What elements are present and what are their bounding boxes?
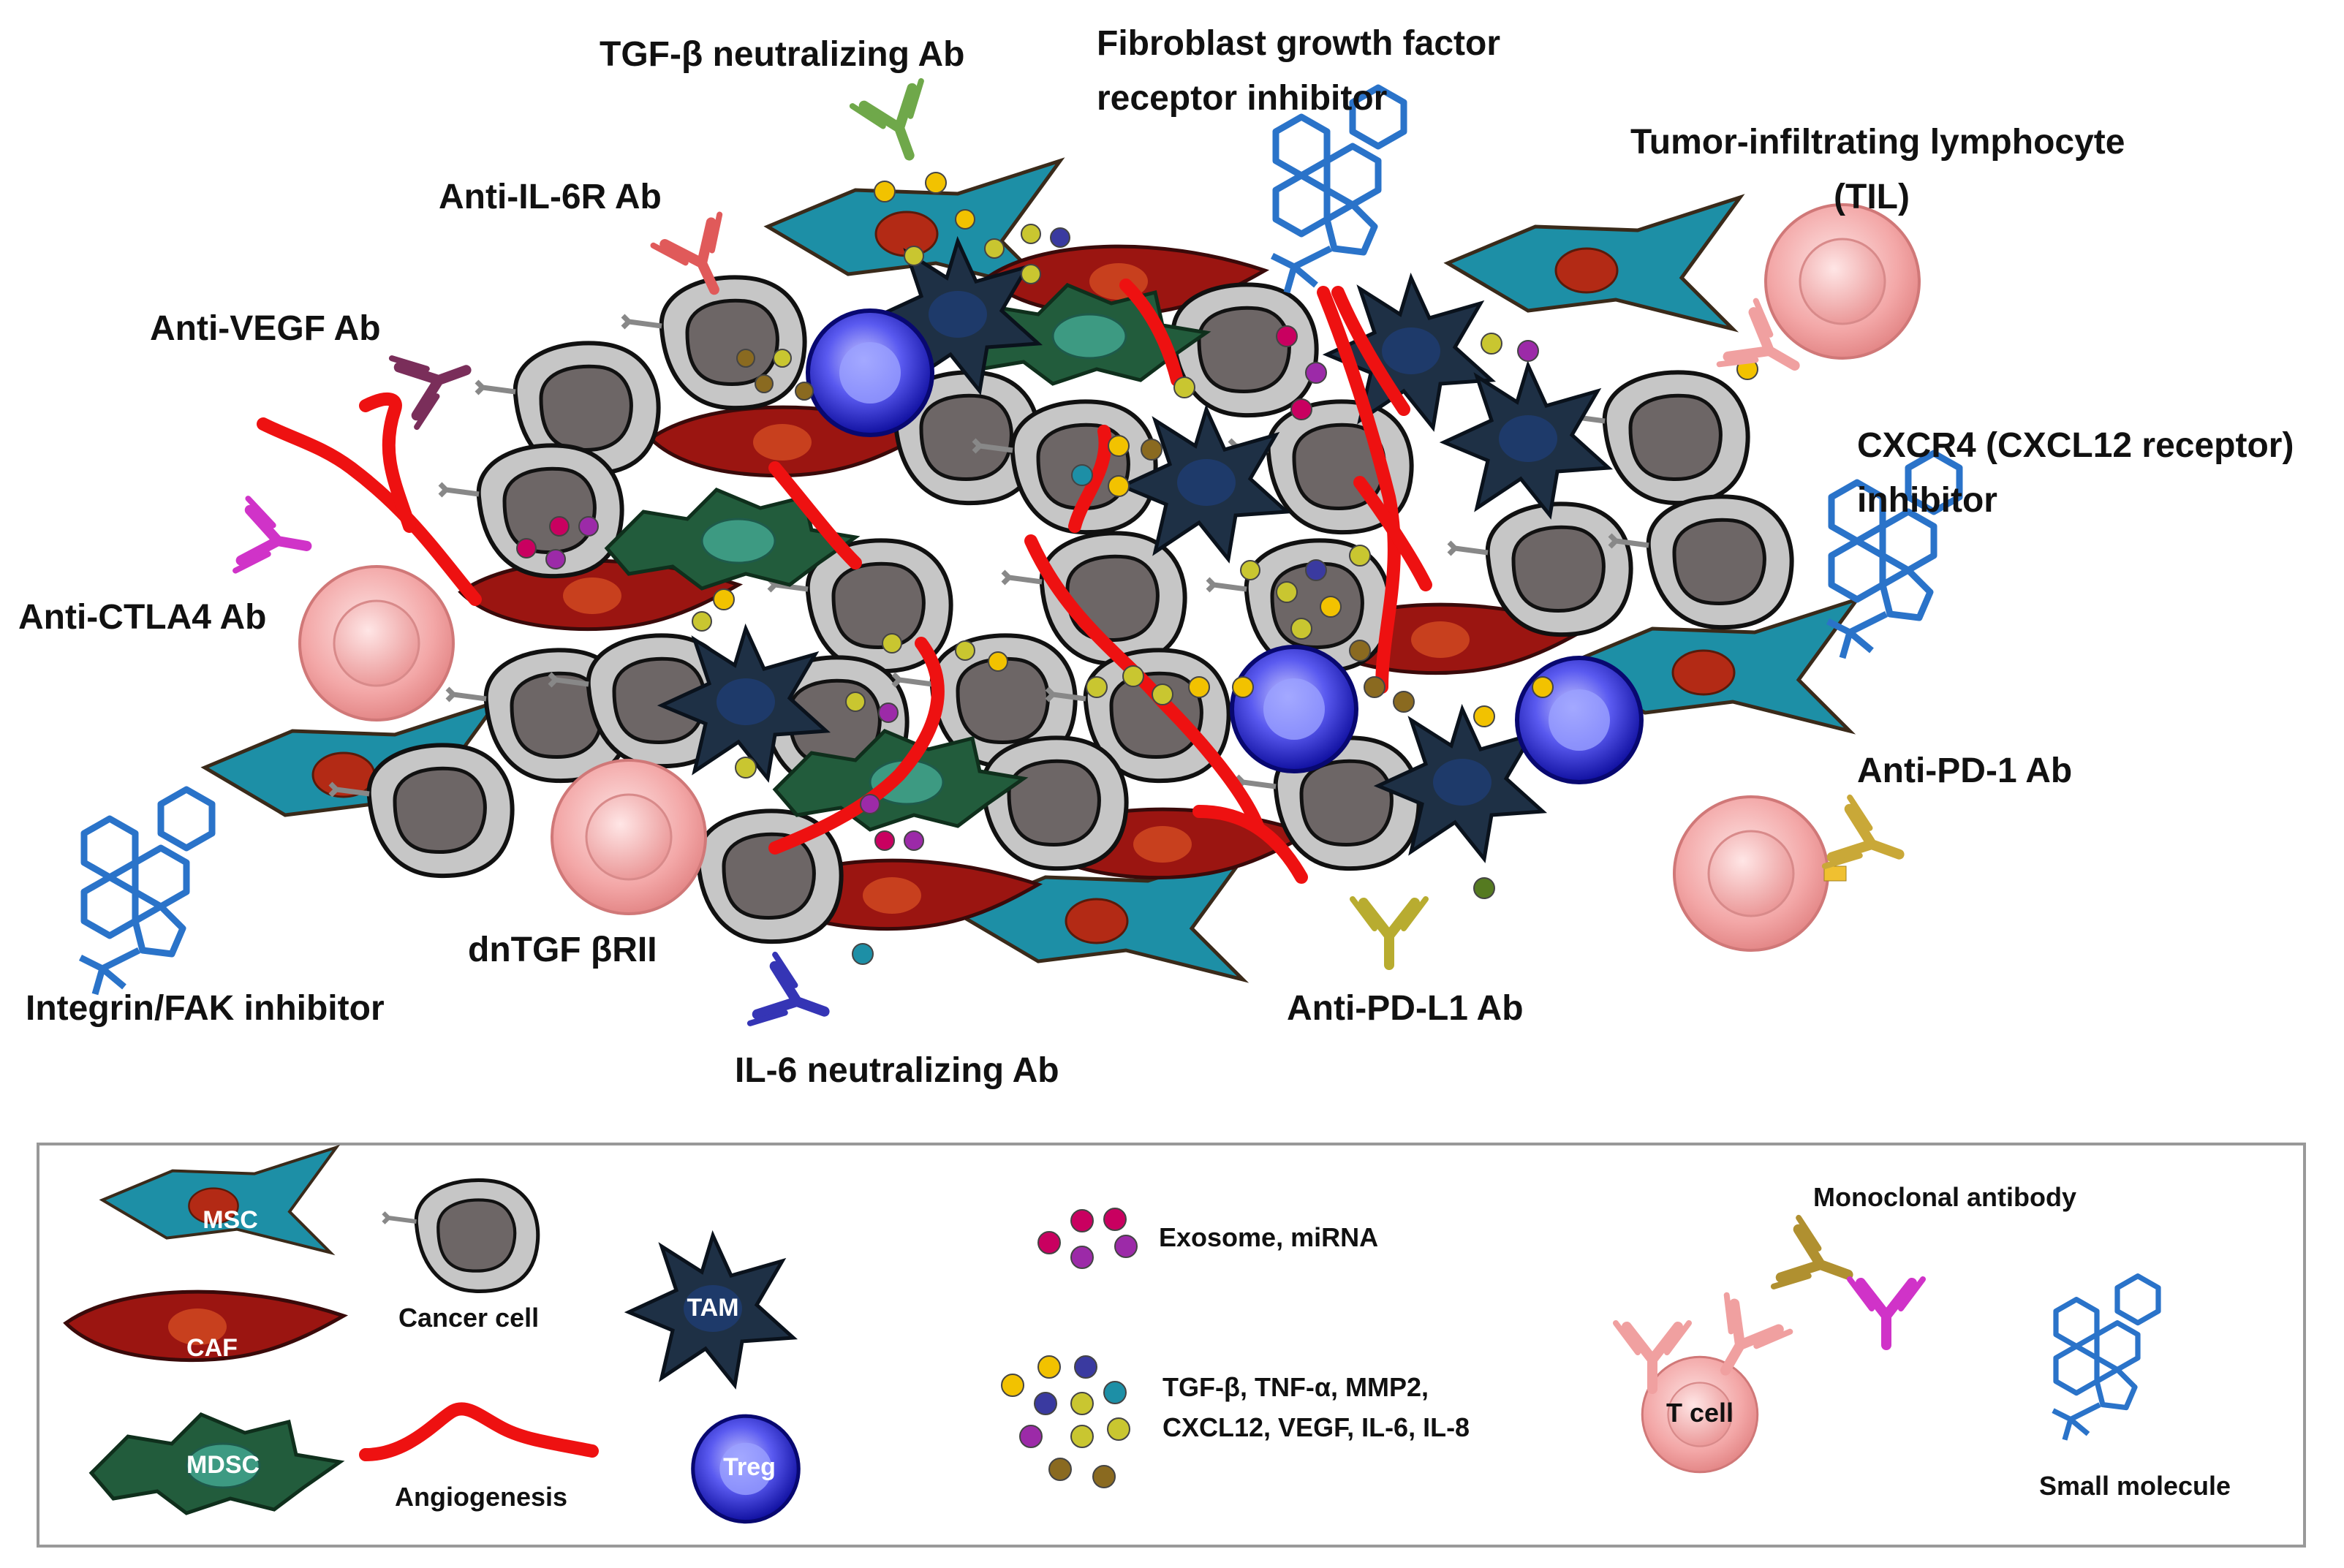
pd1-label: Anti-PD-1 Ab [1857, 751, 2072, 790]
pdl1-antibody-icon [1353, 899, 1426, 965]
tgfb-antibody-icon [852, 81, 944, 168]
treg-cell [1517, 658, 1641, 782]
cytokine-dots [516, 172, 1758, 965]
msc-cell [1448, 197, 1740, 329]
legend-angiogenesis-label: Angiogenesis [395, 1482, 567, 1512]
cancer-cell [1610, 496, 1792, 627]
legend-caf-label: CAF [186, 1334, 238, 1362]
tcell-ctla4 [298, 565, 455, 721]
tam-cell [1444, 366, 1608, 515]
fgfr-inhibitor-icon [1272, 88, 1404, 292]
legend-exosome-label: Exosome, miRNA [1159, 1222, 1378, 1252]
til-label-line1: Tumor-infiltrating lymphocyte [1630, 123, 2125, 162]
til-cell [1764, 203, 1921, 360]
vegf-antibody-icon [392, 336, 479, 427]
treg-cell [1232, 647, 1356, 771]
integrin-fak-inhibitor-icon [80, 789, 212, 994]
tcell-pd1 [1673, 795, 1829, 952]
legend-treg-label: Treg [723, 1453, 776, 1481]
legend-box: MSC CAF MDSC Cancer cell Angiogenesis TA… [37, 1143, 2306, 1548]
pd1-receptor [1823, 866, 1847, 882]
legend-mab-label: Monoclonal antibody [1813, 1182, 2076, 1212]
legend-factors-label-line2: CXCL12, VEGF, IL-6, IL-8 [1162, 1412, 1470, 1442]
cxcr4-label-line2: inhibitor [1857, 481, 1997, 520]
til-label-line2: (TIL) [1834, 178, 1910, 216]
il6r-label: Anti-IL-6R Ab [439, 178, 662, 216]
tumor-cluster [205, 161, 1857, 980]
dntgf-label: dnTGF βRII [468, 931, 657, 969]
il6-antibody-icon [750, 955, 837, 1046]
legend-exosome-icon [1037, 1208, 1138, 1269]
legend-tam-label: TAM [687, 1294, 738, 1322]
cxcr4-label-line1: CXCR4 (CXCL12 receptor) [1857, 426, 2294, 465]
vegf-label: Anti-VEGF Ab [150, 309, 381, 348]
treg-cell [808, 311, 932, 435]
legend-cancer-label: Cancer cell [398, 1303, 539, 1333]
fgfr-label-line2: receptor inhibitor [1097, 79, 1387, 118]
pdl1-label: Anti-PD-L1 Ab [1287, 989, 1524, 1028]
legend-tcell-label: T cell [1666, 1398, 1734, 1428]
ctla4-label: Anti-CTLA4 Ab [18, 598, 267, 637]
ctla4-antibody-icon [235, 499, 313, 582]
legend-factors-label-line1: TGF-β, TNF-α, MMP2, [1162, 1372, 1429, 1402]
legend-mdsc-label: MDSC [186, 1451, 260, 1479]
legend-small-molecule-label: Small molecule [2039, 1471, 2231, 1501]
tgfb-ab-label: TGF-β neutralizing Ab [600, 35, 964, 74]
fgfr-label-line1: Fibroblast growth factor [1097, 24, 1500, 63]
il6ab-label: IL-6 neutralizing Ab [735, 1051, 1059, 1090]
legend-msc-label: MSC [203, 1206, 258, 1234]
legend-angiogenesis-icon [359, 1402, 599, 1461]
integrin-label: Integrin/FAK inhibitor [26, 989, 385, 1028]
legend-factors-icon [1001, 1355, 1130, 1488]
tcell-dntgf [551, 759, 707, 915]
